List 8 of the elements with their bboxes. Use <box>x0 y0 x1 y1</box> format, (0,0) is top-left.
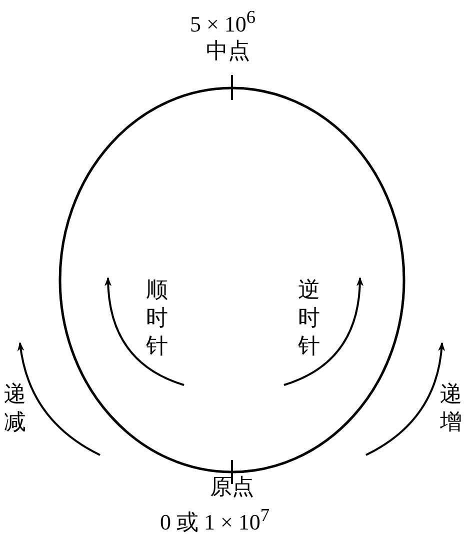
axis-label: 0 或 1 × 10$^{7}$ <box>160 504 270 534</box>
axis-label: 原点 <box>210 474 254 500</box>
axis-label: 递增 <box>440 380 463 436</box>
axis-label: 顺时针 <box>146 276 169 360</box>
axis-label: 5 × 10$^{6}$ <box>190 6 256 38</box>
axis-label: 中点 <box>206 38 250 64</box>
axis-label: 递减 <box>4 380 27 436</box>
axis-label: 逆时针 <box>298 276 321 360</box>
